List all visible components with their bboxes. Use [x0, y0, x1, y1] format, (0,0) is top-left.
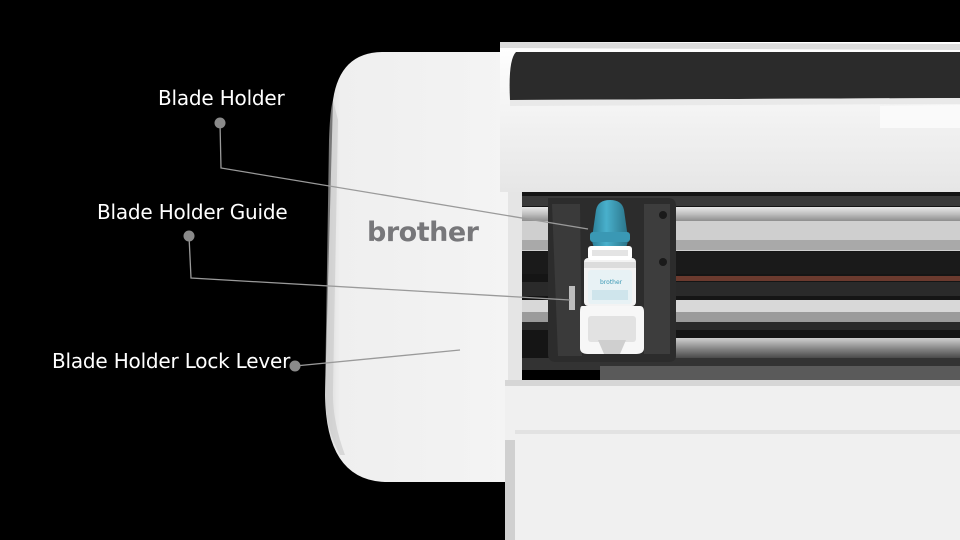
dot-blade-holder-guide	[183, 230, 195, 242]
leader-blade-holder-lock-lever	[294, 349, 461, 367]
svg-text:brother: brother	[600, 279, 623, 286]
blade-holder-teal-cap	[592, 200, 628, 254]
brother-logo: brother	[367, 217, 479, 248]
blade-holder-guide-strip	[569, 286, 575, 310]
dot-blade-holder	[214, 117, 226, 129]
machine-left-end-cap	[325, 52, 515, 482]
callout-dots	[183, 117, 301, 372]
leader-blade-holder	[219, 122, 589, 230]
label-blade-holder: Blade Holder	[158, 86, 285, 110]
label-blade-holder-lock-lever: Blade Holder Lock Lever	[52, 349, 291, 373]
top-recessed-panel	[509, 52, 960, 100]
dot-blade-holder-lock-lever	[289, 360, 301, 372]
leader-blade-holder-guide	[188, 235, 571, 301]
front-tray	[505, 380, 960, 540]
drive-belt	[600, 276, 960, 281]
callout-lines	[188, 122, 589, 367]
metal-roller-rod	[600, 338, 960, 358]
label-blade-holder-guide: Blade Holder Guide	[97, 200, 288, 224]
